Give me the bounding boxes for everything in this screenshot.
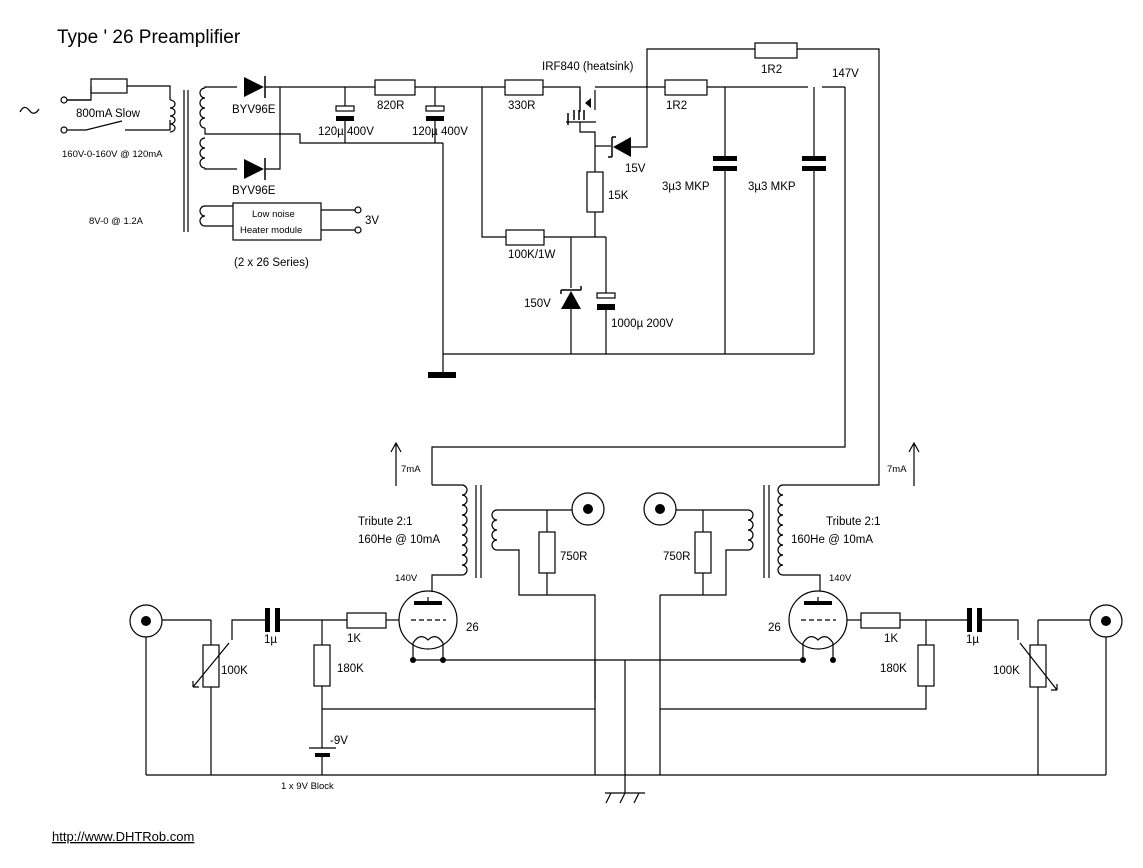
cap2-label: 120µ 400V	[412, 126, 468, 138]
right-tube-26	[788, 590, 848, 663]
psu-ground-symbol	[428, 372, 456, 378]
reservoir-cap-1	[335, 105, 355, 112]
chassis-ground	[594, 660, 645, 804]
left-output-transformer	[431, 484, 498, 597]
zener15-label: 15V	[625, 163, 646, 175]
left-cap-label: 1µ	[264, 634, 277, 646]
resistor-100k-1w	[505, 229, 545, 246]
left-xfmr-line2: 160He @ 10mA	[358, 534, 440, 546]
zener-15v	[613, 137, 631, 157]
ac-source-symbol	[19, 106, 40, 114]
r15k-label: 15K	[608, 190, 629, 202]
transformer-ht-secondary	[199, 87, 206, 129]
transformer-core	[183, 90, 189, 232]
right-xfmr-line2: 160He @ 10mA	[791, 534, 873, 546]
transformer-lt-label: 8V-0 @ 1.2A	[89, 216, 144, 227]
rectifier-diode-2	[244, 159, 264, 179]
right-cap-label: 1µ	[966, 634, 979, 646]
resistor-1r2-a	[664, 79, 708, 96]
capmkp1-label: 3µ3 MKP	[662, 181, 710, 193]
cap1000-label: 1000µ 200V	[611, 318, 674, 330]
mosfet-label: IRF840 (heatsink)	[542, 61, 634, 73]
r100k-label: 100K/1W	[508, 249, 555, 261]
right-tube-label: 26	[768, 622, 781, 634]
mains-terminal-top	[60, 96, 68, 104]
left-bias-resistor	[313, 644, 331, 687]
heater-module-line1: Low noise	[252, 209, 295, 220]
resistor-15k	[586, 171, 604, 213]
left-pot-label: 100K	[221, 665, 248, 677]
left-channel: 7mA Tribute 2:1 160He @ 10mA 750R 140V	[129, 441, 1106, 792]
r820-label: 820R	[377, 100, 405, 112]
capmkp2-label: 3µ3 MKP	[748, 181, 796, 193]
r1r2a-label: 1R2	[666, 100, 687, 112]
right-bias-resistor	[917, 644, 935, 687]
left-load-label: 750R	[560, 551, 588, 563]
resistor-330r	[504, 79, 544, 96]
mosfet-irf840	[566, 86, 665, 173]
heater-module	[232, 202, 322, 241]
right-output-transformer	[747, 479, 880, 597]
mains-switch	[67, 120, 123, 131]
right-xfmr-line1: Tribute 2:1	[826, 516, 881, 528]
left-grid-resistor	[346, 612, 387, 629]
left-volume-pot[interactable]	[202, 644, 220, 688]
left-current-label: 7mA	[401, 464, 421, 475]
r1r2b-label: 1R2	[761, 64, 782, 76]
fuse	[90, 78, 128, 94]
right-coupling-cap	[967, 608, 972, 632]
right-current-label: 7mA	[887, 464, 907, 475]
cap-mkp-2	[802, 156, 826, 161]
heater-terminal-top	[354, 206, 362, 214]
right-load-label: 750R	[663, 551, 691, 563]
transformer-primary	[169, 99, 176, 133]
heater-voltage-label: 3V	[365, 215, 379, 227]
cap1-label: 120µ 400V	[318, 126, 374, 138]
mains-terminal-bottom	[60, 126, 68, 134]
reservoir-cap-2	[425, 105, 445, 112]
diode2-label: BYV96E	[232, 185, 276, 197]
left-tube-26	[398, 590, 458, 663]
right-bias-resistor-label: 180K	[880, 663, 907, 675]
left-load-resistor	[538, 531, 556, 574]
resistor-820r	[374, 79, 416, 96]
right-grid-resistor-label: 1K	[884, 633, 898, 645]
power-supply: 800mA Slow 160V-0-160V @ 120mA 8V-0 @ 1.…	[19, 42, 880, 485]
zener150-label: 150V	[524, 298, 551, 310]
left-plate-voltage: 140V	[395, 573, 418, 584]
left-tube-label: 26	[466, 622, 479, 634]
heater-terminal-bottom	[354, 226, 362, 234]
left-grid-resistor-label: 1K	[347, 633, 361, 645]
zener-150v	[561, 291, 581, 309]
diode1-label: BYV96E	[232, 104, 276, 116]
diagram-title: Type ' 26 Preamplifier	[57, 27, 241, 48]
left-bias-resistor-label: 180K	[337, 663, 364, 675]
website-link[interactable]: http://www.DHTRob.com	[52, 829, 194, 844]
left-coupling-cap	[265, 608, 270, 632]
right-plate-voltage: 140V	[829, 573, 852, 584]
transformer-ht-label: 160V-0-160V @ 120mA	[62, 149, 163, 160]
left-bias-voltage: -9V	[330, 735, 348, 747]
left-battery-label: 1 x 9V Block	[281, 781, 334, 792]
transformer-lt-secondary	[199, 205, 206, 227]
heater-module-line2: Heater module	[240, 225, 302, 236]
r330-label: 330R	[508, 100, 536, 112]
cap-1000u	[596, 292, 616, 299]
heater-series-note: (2 x 26 Series)	[234, 257, 309, 269]
output-voltage-label: 147V	[832, 68, 859, 80]
fuse-label: 800mA Slow	[76, 108, 141, 120]
left-current-arrow	[390, 441, 402, 486]
right-pot-label: 100K	[993, 665, 1020, 677]
right-current-arrow	[908, 441, 920, 486]
right-grid-resistor	[860, 612, 901, 629]
right-load-resistor	[694, 531, 712, 574]
left-xfmr-line1: Tribute 2:1	[358, 516, 413, 528]
cap-mkp-1	[713, 156, 737, 161]
resistor-1r2-b	[754, 42, 798, 59]
right-channel: 7mA Tribute 2:1 160He @ 10mA 750R 140V	[643, 441, 1123, 775]
rectifier-diode-1	[244, 77, 264, 97]
